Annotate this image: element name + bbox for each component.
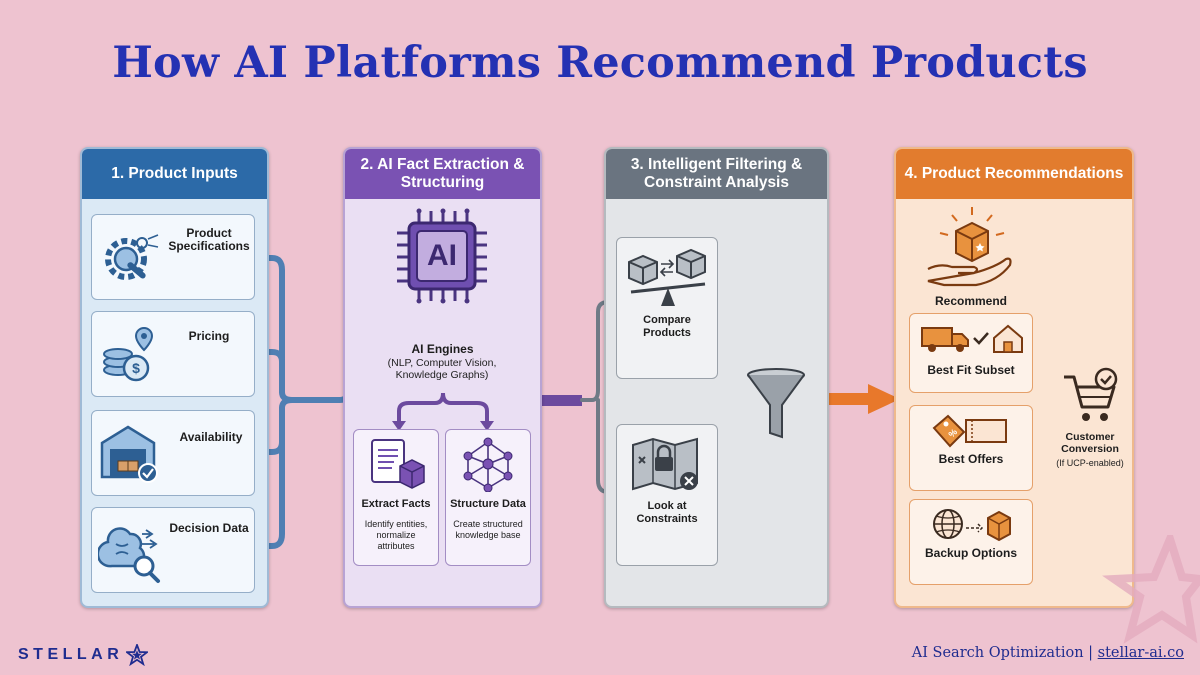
truck-home-icon: [921, 324, 1023, 353]
stage-recommendations: 4. Product Recommendations Recommend Bes…: [894, 147, 1134, 608]
best-fit-card: Best Fit Subset: [909, 313, 1033, 393]
structure-data-desc: Create structured knowledge base: [453, 519, 523, 540]
brand-name: STELLAR: [18, 646, 124, 663]
best-offers-label: Best Offers: [938, 452, 1004, 466]
globe-package-icon: [933, 509, 1011, 542]
extract-facts-title: Extract Facts: [361, 498, 431, 510]
brand-logo: STELLAR: [18, 646, 123, 664]
page-title: How AI Platforms Recommend Products: [112, 38, 1088, 88]
input-card-pricing: $ Pricing: [91, 311, 255, 397]
backup-options-label: Backup Options: [924, 546, 1017, 560]
balance-scale-boxes-icon: [628, 248, 706, 306]
input-card-decision: Decision Data: [91, 507, 255, 593]
warehouse-icon: [100, 425, 158, 483]
stage-2-header: 2. AI Fact Extraction & Structuring: [345, 149, 540, 199]
brand-star-icon: [126, 644, 148, 666]
input-availability-label: Availability: [179, 430, 243, 444]
stage-4-header: 4. Product Recommendations: [896, 149, 1132, 199]
input-pricing-label: Pricing: [188, 329, 230, 343]
ai-engines-subtitle: (NLP, Computer Vision, Knowledge Graphs): [387, 357, 497, 381]
structure-data-title: Structure Data: [450, 498, 526, 510]
arrow-to-recs: [868, 384, 900, 414]
best-fit-label: Best Fit Subset: [927, 363, 1015, 377]
backup-options-card: Backup Options: [909, 499, 1033, 585]
recommend-label: Recommend: [934, 294, 1008, 308]
brace-split-icon: [392, 392, 494, 431]
compare-products-label: Compare Products: [643, 314, 691, 339]
stage-1-header: 1. Product Inputs: [82, 149, 267, 199]
price-tag-icon: %: [932, 414, 1007, 448]
coins-location-icon: $: [103, 326, 154, 382]
stage-filtering: 3. Intelligent Filtering & Constraint An…: [604, 147, 829, 608]
constraints-card: Look at Constraints: [616, 424, 718, 566]
constraints-label: Look at Constraints: [636, 500, 698, 525]
compare-products-card: Compare Products: [616, 237, 718, 379]
decorative-star-icon: [1102, 535, 1200, 644]
structure-data-card: Structure Data Create structured knowled…: [445, 429, 531, 566]
extract-facts-card: Extract Facts Identify entities, normali…: [353, 429, 439, 566]
pipe-pricing: [252, 349, 285, 395]
pipe-to-compare: [580, 300, 616, 402]
input-specifications-label: Product Specifications: [168, 226, 250, 253]
network-graph-icon: [463, 437, 513, 492]
pipe-stage2-out: [530, 395, 582, 406]
gear-wrench-icon: [105, 234, 159, 280]
map-lock-icon: [632, 437, 698, 491]
extract-facts-desc: Identify entities, normalize attributes: [364, 519, 428, 551]
best-offers-card: % Best Offers: [909, 405, 1033, 491]
footer-tagline-text: AI Search Optimization |: [911, 645, 1094, 661]
stage-3-header: 3. Intelligent Filtering & Constraint An…: [606, 149, 827, 199]
brain-search-icon: [98, 527, 160, 583]
document-cube-icon: [371, 439, 425, 489]
pipe-decision: [252, 397, 295, 549]
stage-ai-extraction: 2. AI Fact Extraction & Structuring AI A…: [343, 147, 542, 608]
svg-text:$: $: [132, 360, 140, 376]
stage-product-inputs: 1. Product Inputs Product Specifications…: [80, 147, 269, 608]
funnel-icon: [747, 368, 805, 439]
hand-package-icon: [927, 207, 1012, 287]
footer-tagline: AI Search Optimization | stellar-ai.co: [912, 645, 1184, 661]
ai-engines-title: AI Engines: [411, 342, 474, 356]
customer-conversion-sub: (If UCP-enabled): [1056, 458, 1124, 468]
input-decision-label: Decision Data: [169, 521, 249, 535]
input-card-availability: Availability: [91, 410, 255, 496]
ai-chip-icon: [397, 208, 487, 304]
shopping-cart-check-icon: [1064, 367, 1118, 421]
ai-chip-label: AI: [427, 239, 457, 272]
customer-conversion-title: Customer Conversion: [1061, 431, 1119, 455]
footer-link[interactable]: stellar-ai.co: [1097, 645, 1184, 661]
input-card-specifications: Product Specifications: [91, 214, 255, 300]
